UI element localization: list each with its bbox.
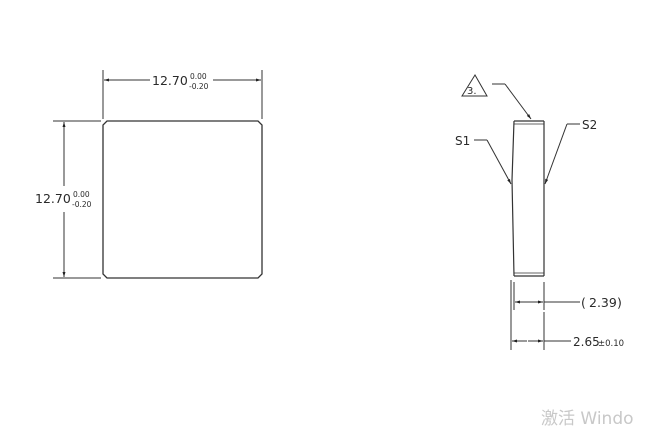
width-upper-tol: 0.00 [190, 72, 207, 81]
width-nominal: 12.70 [152, 73, 188, 88]
height-lower-tol: -0.20 [72, 200, 92, 209]
s2-leader [544, 123, 580, 185]
s1-label: S1 [455, 134, 470, 148]
ref-value: 2.39 [589, 295, 617, 310]
width-dimension [102, 70, 263, 119]
thickness-tol: ±0.10 [598, 339, 624, 349]
ref-open-paren: ( [581, 295, 586, 310]
activation-watermark: 激活 Windo [541, 409, 634, 429]
note-flag-label: 3. [467, 86, 477, 97]
height-nominal: 12.70 [35, 191, 71, 206]
s1-leader [474, 139, 512, 185]
front-view [102, 120, 263, 279]
ref-close-paren: ) [617, 295, 622, 310]
ref-dimension [513, 282, 580, 310]
height-dimension [53, 120, 101, 279]
thickness-nominal: 2.65 [573, 335, 600, 349]
note-flag: 3. [461, 74, 532, 120]
side-view [511, 120, 545, 277]
width-lower-tol: -0.20 [189, 82, 209, 91]
s2-label: S2 [582, 118, 597, 132]
thickness-dimension [510, 280, 571, 350]
height-upper-tol: 0.00 [73, 190, 90, 199]
